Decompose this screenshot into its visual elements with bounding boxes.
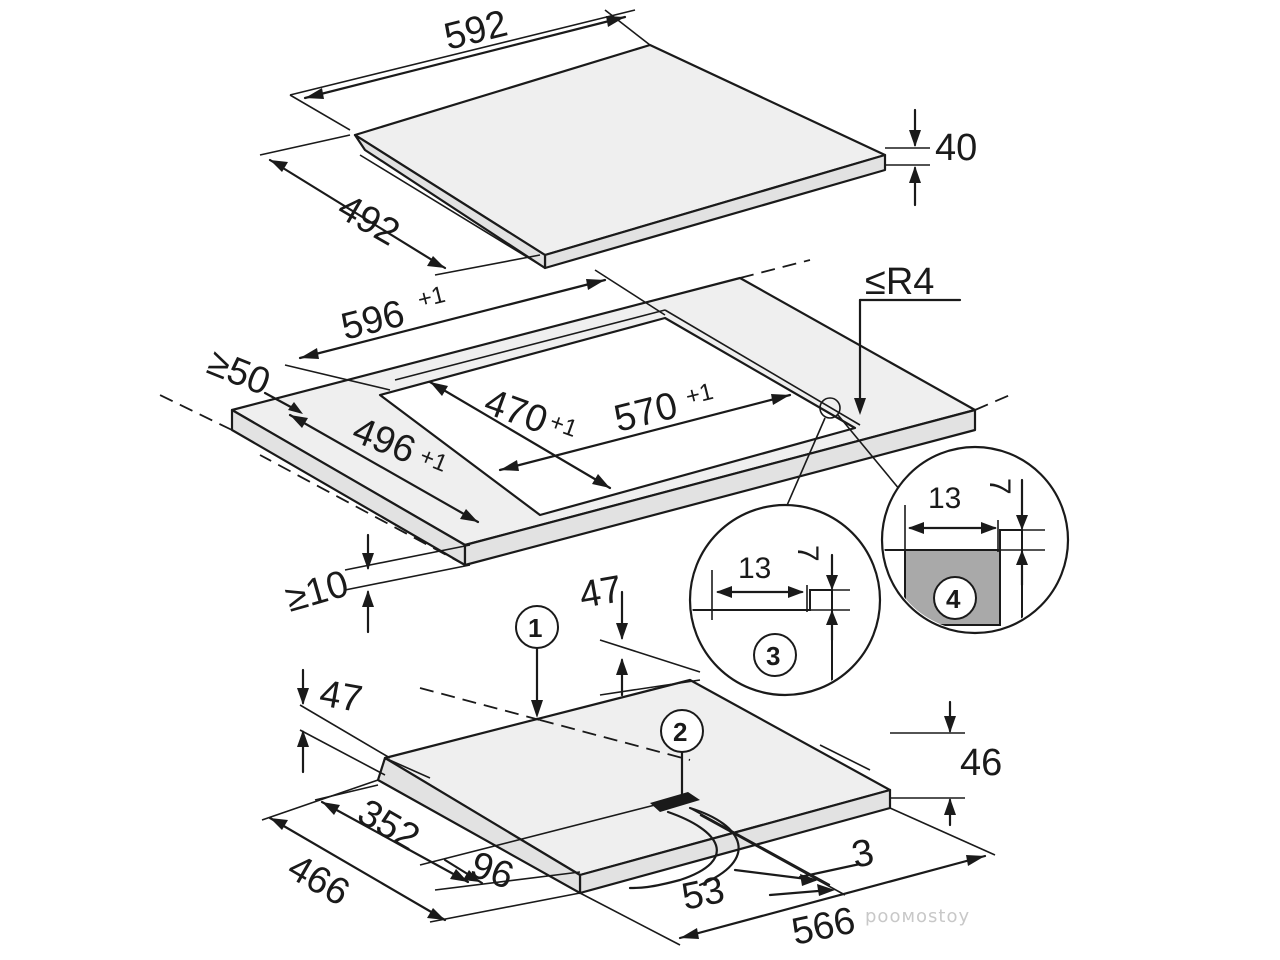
dimension-corner-radius: ≤R4 (854, 261, 962, 415)
callout-1-label: 1 (528, 613, 542, 643)
cutout-width-tolerance: +1 (415, 281, 448, 314)
callout-2: 2 (660, 709, 704, 797)
hob-depth-label: 492 (331, 186, 407, 254)
dimension-inner-cutout: 470 +1 570 +1 (428, 378, 792, 490)
dim-53-label: 53 (678, 869, 728, 919)
hob-height-label: 40 (935, 127, 977, 169)
dimension-53-3: 53 3 (678, 807, 878, 919)
cutout-width-label: 596 (337, 293, 409, 349)
worktop-thickness-label: ≥10 (281, 563, 353, 621)
inner-width-tolerance: +1 (683, 378, 716, 411)
detail-4-badge: 4 (946, 584, 961, 614)
hob-drawing (353, 43, 887, 270)
detail-4: 13 7 4 (880, 445, 1070, 635)
dim-3-label: 3 (848, 831, 877, 876)
corner-radius-label: ≤R4 (865, 261, 934, 303)
callout-1: 1 (515, 605, 559, 718)
body-height-label: 46 (960, 742, 1002, 784)
dimension-top-offset: 47 (576, 568, 701, 697)
detail-4-width-label: 13 (928, 482, 961, 515)
worktop-drawing (159, 259, 1011, 567)
leader-detail-4 (837, 414, 901, 491)
detail-3-badge: 3 (766, 641, 780, 671)
top-offset-label: 47 (576, 568, 625, 617)
detail-3-width-label: 13 (738, 552, 771, 585)
front-gap-label: ≥50 (202, 341, 276, 404)
dim-566-label: 566 (788, 900, 859, 954)
body-drawing (376, 678, 892, 895)
dimension-body-height: 46 (890, 700, 1002, 827)
detail-3: 13 7 3 (688, 503, 882, 697)
side-offset-label: 47 (316, 673, 365, 722)
dim-466-label: 466 (281, 846, 357, 914)
dimension-hob-height: 40 (885, 108, 977, 207)
callout-2-label: 2 (673, 717, 687, 747)
leader-detail-3 (784, 417, 826, 511)
detail-4-height-label: 7 (983, 478, 1016, 495)
hob-width-label: 592 (440, 3, 512, 59)
dimension-side-offset: 47 (297, 668, 391, 776)
detail-3-height-label: 7 (791, 545, 824, 562)
dimension-hob-width: 592 (289, 3, 651, 131)
watermark: pooмostoy (865, 906, 970, 927)
